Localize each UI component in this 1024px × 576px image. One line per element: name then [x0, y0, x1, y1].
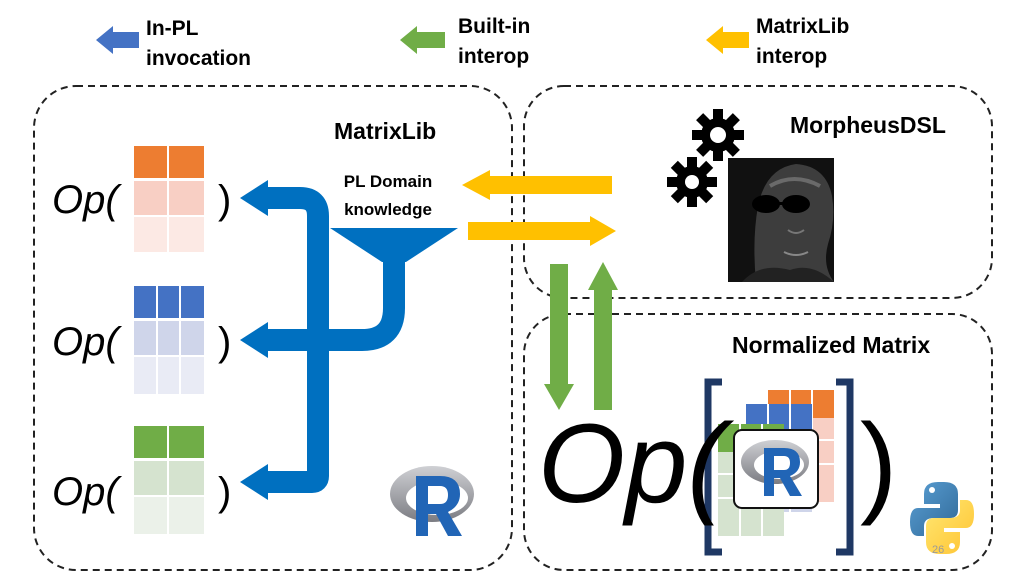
normalized-brackets [704, 378, 854, 556]
pl-domain-knowledge-label: PL Domain knowledge [343, 172, 433, 219]
gear-icon [667, 157, 717, 207]
builtin-interop-arrows [544, 262, 618, 410]
legend-in-pl-label: In-PL invocation [146, 17, 252, 70]
gear-icon [692, 109, 744, 161]
page-number: 26 [932, 544, 945, 556]
legend-matrixlib-label: MatrixLib interop [756, 15, 850, 68]
close-paren: ) [218, 178, 232, 222]
matrix-green [134, 426, 204, 534]
normalized-op-label: Op( [538, 401, 725, 526]
matrixlib-title: MatrixLib [334, 118, 437, 144]
matrix-blue [134, 286, 204, 394]
matrix-orange [134, 146, 204, 252]
op-label: Op( [52, 320, 119, 364]
blue-flow-arrows [240, 180, 458, 500]
python-logo-icon [910, 482, 974, 554]
close-paren: ) [218, 470, 232, 514]
normalized-title: Normalized Matrix [732, 332, 931, 358]
matrixlib-panel [33, 85, 513, 571]
legend-builtin-label: Built-in interop [458, 15, 531, 68]
normalized-panel [523, 313, 993, 571]
close-paren: ) [218, 320, 232, 364]
legend-green-arrow [400, 26, 445, 54]
domain-knowledge-funnel [330, 228, 458, 262]
morpheus-title: MorpheusDSL [790, 112, 946, 138]
morpheus-panel [523, 85, 993, 299]
legend-blue-arrow [96, 26, 139, 54]
r-logo-icon [390, 466, 474, 536]
matrixlib-interop-arrows [462, 170, 616, 246]
op-label: Op( [52, 470, 119, 514]
morpheus-portrait [728, 158, 834, 282]
op-label: Op( [52, 178, 119, 222]
normalized-close-paren: ) [860, 401, 898, 526]
legend-yellow-arrow [706, 26, 749, 54]
r-logo-icon [733, 429, 819, 509]
